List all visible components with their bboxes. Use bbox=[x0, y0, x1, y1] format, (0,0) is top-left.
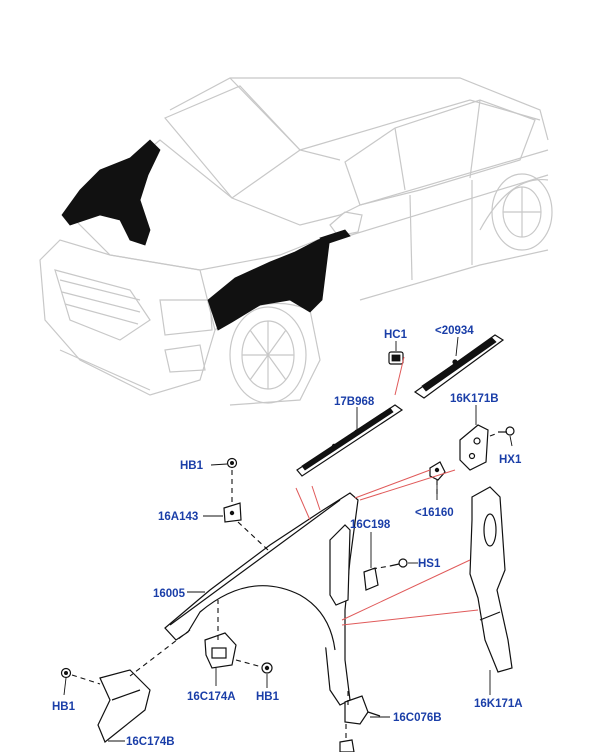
bracket-16c076b[interactable] bbox=[339, 695, 381, 752]
vehicle-outline bbox=[39, 77, 553, 406]
assembly-lines bbox=[71, 432, 499, 740]
seal-strip-20934[interactable] bbox=[413, 334, 505, 399]
vehicle-highlight-parts bbox=[61, 139, 351, 331]
callout-16k171a[interactable]: 16K171A bbox=[474, 698, 523, 710]
bracket-16c198[interactable] bbox=[329, 524, 379, 606]
bracket-16k171b[interactable] bbox=[459, 424, 489, 471]
hb1-bolt-left[interactable] bbox=[60, 667, 72, 679]
callout-16160[interactable]: <16160 bbox=[415, 507, 454, 519]
callout-hb1-left[interactable]: HB1 bbox=[52, 701, 76, 713]
leader-lines bbox=[63, 336, 513, 742]
hx1-screw[interactable] bbox=[498, 426, 515, 436]
callout-16c174a[interactable]: 16C174A bbox=[187, 691, 236, 703]
callout-16k171b[interactable]: 16K171B bbox=[450, 393, 499, 405]
hb1-bolt-top[interactable] bbox=[226, 457, 238, 469]
moulding-17b968[interactable] bbox=[296, 404, 404, 477]
bracket-16a143[interactable] bbox=[223, 502, 242, 523]
bracket-16c174a[interactable] bbox=[204, 632, 237, 669]
callout-hb1-top[interactable]: HB1 bbox=[180, 460, 204, 472]
clip-16160[interactable] bbox=[429, 461, 446, 481]
callout-17b968[interactable]: 17B968 bbox=[334, 396, 375, 408]
bracket-16c174b[interactable] bbox=[97, 669, 151, 743]
callout-hb1-mid[interactable]: HB1 bbox=[256, 691, 280, 703]
callout-hx1[interactable]: HX1 bbox=[499, 454, 522, 466]
callout-16c174b[interactable]: 16C174B bbox=[126, 736, 175, 748]
hb1-bolt-mid[interactable] bbox=[261, 662, 273, 674]
reference-lines bbox=[295, 356, 479, 626]
callout-hs1[interactable]: HS1 bbox=[418, 558, 441, 570]
callout-16c198[interactable]: 16C198 bbox=[350, 519, 391, 531]
callout-20934[interactable]: <20934 bbox=[435, 325, 474, 337]
callout-labels: HC1 <20934 17B968 16K171B HB1 HX1 16A143… bbox=[52, 325, 523, 748]
fender-16005[interactable] bbox=[164, 492, 359, 706]
callout-hc1[interactable]: HC1 bbox=[384, 329, 408, 341]
hc1-clip[interactable] bbox=[388, 351, 404, 365]
hs1-screw[interactable] bbox=[389, 558, 408, 568]
callout-16005[interactable]: 16005 bbox=[153, 588, 186, 600]
callout-16c076b[interactable]: 16C076B bbox=[393, 712, 442, 724]
callout-16a143[interactable]: 16A143 bbox=[158, 511, 198, 523]
insulator-16k171a[interactable] bbox=[469, 486, 513, 673]
